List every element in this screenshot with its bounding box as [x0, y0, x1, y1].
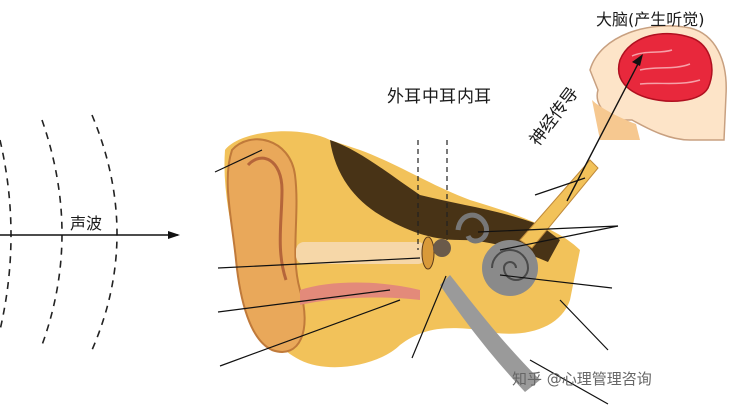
ossicles: [433, 239, 451, 257]
sound-wave-arrowhead: [168, 231, 180, 239]
section-dividers: [417, 140, 448, 250]
pinna-inner-fold: [246, 156, 288, 281]
semicircular-canals: [455, 212, 490, 244]
sound-wave-label: 声波: [70, 214, 103, 233]
pointer-line-6: [477, 225, 619, 233]
pointer-line-5: [411, 275, 447, 359]
watermark: 知乎 @心理管理咨询: [512, 370, 652, 388]
pointer-line-4: [219, 299, 401, 367]
brain-label: 大脑(产生听觉): [596, 10, 705, 29]
nerve-conduction-arrow: [566, 59, 641, 202]
eardrum: [421, 236, 435, 270]
middle-ear-label: 中耳: [422, 87, 456, 107]
pointer-lines: [214, 149, 619, 405]
head-figure: [589, 25, 727, 141]
sound-wave-arc-3: [91, 114, 118, 351]
pointer-line-3: [217, 289, 391, 313]
nerve-conduction-arrowhead: [632, 54, 643, 66]
brain-folds: [631, 49, 701, 85]
pinna: [226, 138, 306, 353]
sound-wave-arc-2: [41, 119, 63, 346]
inner-ear-label: 内耳: [457, 87, 491, 107]
pointer-line-1: [214, 149, 263, 173]
auditory-nerve: [519, 159, 599, 249]
eustachian-tube: [440, 275, 540, 392]
pointer-line-8: [499, 274, 613, 289]
pointer-line-10: [529, 359, 609, 405]
cochlea: [482, 240, 538, 296]
ear-section: [224, 131, 599, 392]
pointer-line-7: [499, 225, 619, 251]
pointer-line-2: [217, 257, 421, 269]
ear-canal: [296, 242, 426, 264]
outer-ear-label: 外耳: [387, 87, 421, 107]
pointer-line-9: [559, 299, 609, 351]
